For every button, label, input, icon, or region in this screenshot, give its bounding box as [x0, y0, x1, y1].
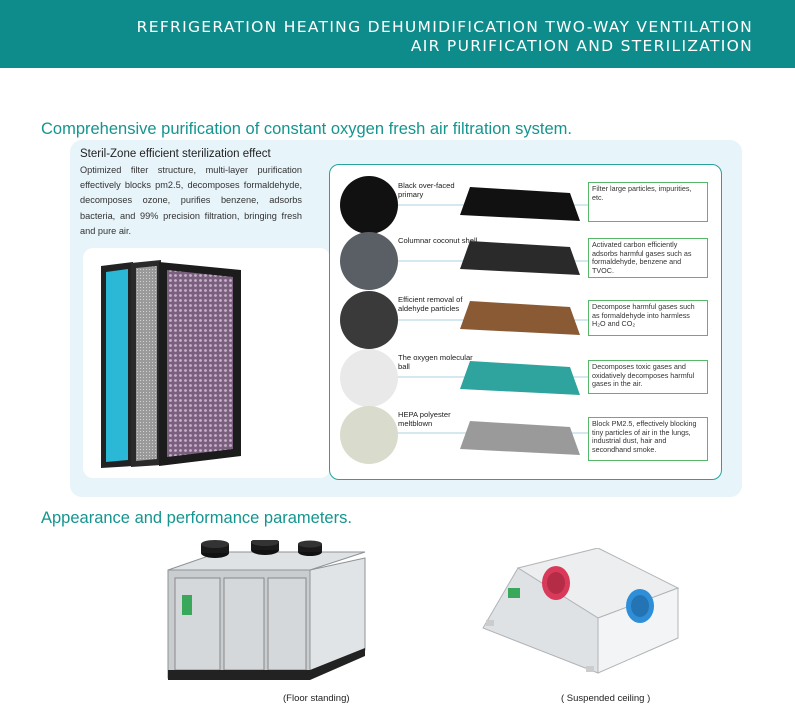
- layer-4: The oxygen molecular ball Decomposes tox…: [330, 343, 721, 407]
- layer-2-effect: Activated carbon efficiently adsorbs har…: [588, 238, 708, 278]
- layer-5-name: HEPA polyester meltblown: [398, 410, 451, 428]
- layer-1-effect: Filter large particles, impurities, etc.: [588, 182, 708, 222]
- filter-layers-diagram: Black over-faced primary Filter large pa…: [329, 164, 722, 480]
- layer-3: Efficient removal of aldehyde particles …: [330, 283, 721, 349]
- caption-suspended-ceiling: ( Suspended ceiling ): [561, 693, 651, 704]
- filter-image: [83, 248, 330, 478]
- layer-3-name: Efficient removal of aldehyde particles: [398, 295, 463, 313]
- layer-2-name: Columnar coconut shell: [398, 236, 478, 245]
- floor-standing-unit-image: [160, 538, 380, 690]
- section-title-appearance: Appearance and performance parameters.: [41, 509, 352, 527]
- layer-4-name: The oxygen molecular ball: [398, 353, 473, 371]
- primary-filter-swatch: [340, 176, 398, 234]
- layer-2-mesh: [460, 241, 580, 275]
- banner-line-2: AIR PURIFICATION AND STERILIZATION: [410, 37, 753, 55]
- oxygen-ball-swatch: [340, 349, 398, 407]
- aldehyde-swatch: [340, 291, 398, 349]
- layer-1-name: Black over-faced primary: [398, 181, 455, 199]
- layer-1: Black over-faced primary Filter large pa…: [330, 165, 721, 234]
- section-title-purification: Comprehensive purification of constant o…: [41, 120, 572, 138]
- description: Optimized filter structure, multi-layer …: [80, 165, 302, 236]
- subtitle: Steril-Zone efficient sterilization effe…: [80, 148, 271, 160]
- layer-4-effect: Decomposes toxic gases and oxidatively d…: [588, 360, 708, 394]
- layer-5-effect: Block PM2.5, effectively blocking tiny p…: [588, 417, 708, 461]
- layer-5: HEPA polyester meltblown Block PM2.5, ef…: [330, 401, 721, 471]
- banner-line-1: REFRIGERATION HEATING DEHUMIDIFICATION T…: [136, 18, 753, 36]
- layer-3-mesh: [460, 301, 580, 335]
- caption-floor-standing: (Floor standing): [283, 693, 350, 704]
- header-banner: REFRIGERATION HEATING DEHUMIDIFICATION T…: [0, 0, 795, 68]
- layer-1-mesh: [460, 187, 580, 221]
- hepa-swatch: [340, 406, 398, 464]
- layer-4-mesh: [460, 361, 580, 395]
- suspended-ceiling-unit-image: [478, 547, 688, 688]
- layer-3-effect: Decompose harmful gases such as formalde…: [588, 300, 708, 336]
- coconut-shell-swatch: [340, 232, 398, 290]
- layer-2: Columnar coconut shell Activated carbon …: [330, 223, 721, 290]
- layer-5-mesh: [460, 421, 580, 455]
